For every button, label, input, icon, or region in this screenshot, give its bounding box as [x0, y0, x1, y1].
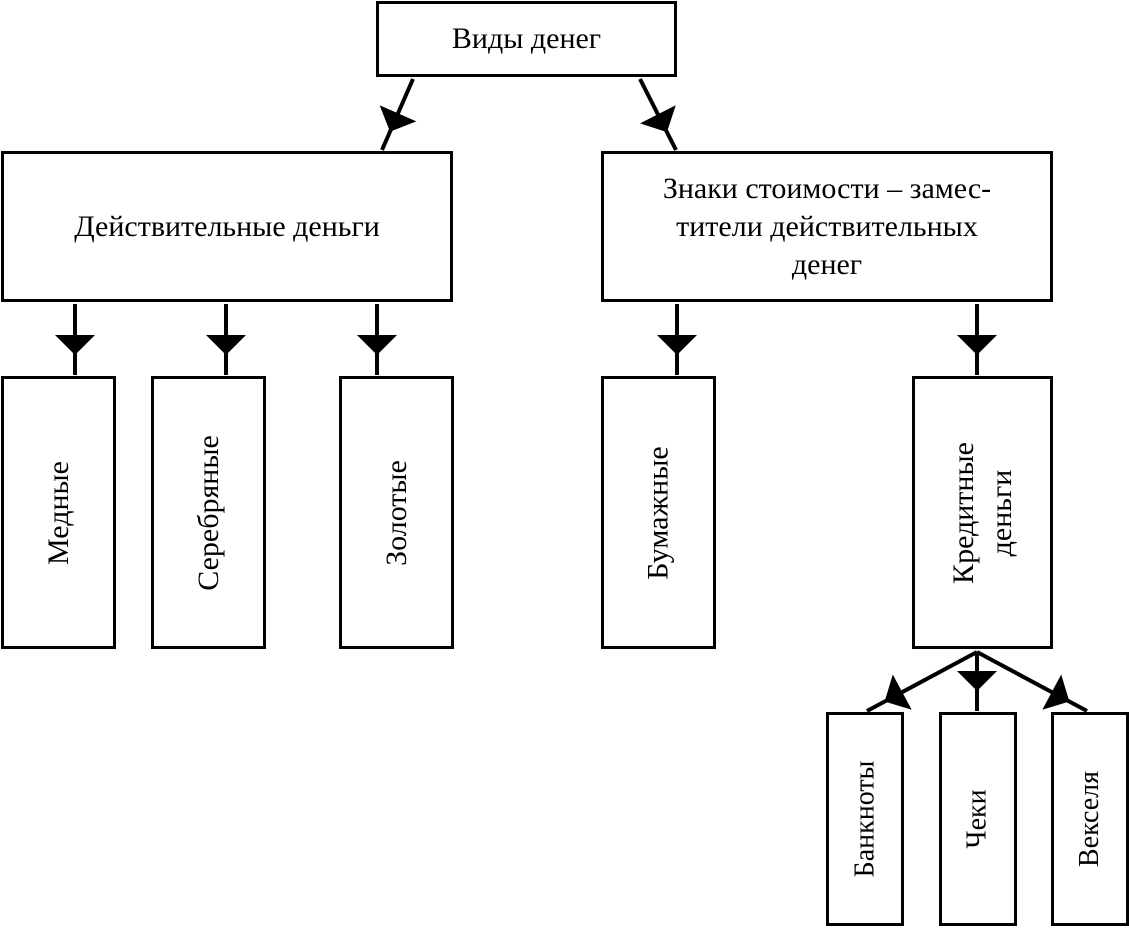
- cheques-label: Чеки: [962, 789, 993, 849]
- value-tokens-label: Знаки стоимости – замес- тители действит…: [663, 170, 991, 284]
- arrow-credit-to-banknotes: [866, 650, 978, 713]
- gold-label: Золотые: [379, 459, 413, 566]
- arrow-root-to-token: [638, 78, 678, 151]
- paper-box: Бумажные: [601, 376, 716, 649]
- credit-money-line-1: Кредитные: [946, 441, 980, 584]
- value-tokens-line-2: тители действительных: [676, 209, 978, 243]
- credit-money-line-2: деньги: [984, 469, 1018, 556]
- bills-label: Векселя: [1074, 770, 1105, 868]
- copper-label: Медные: [41, 460, 75, 565]
- value-tokens-line-1: Знаки стоимости – замес-: [662, 171, 992, 205]
- value-tokens-box: Знаки стоимости – замес- тители действит…: [601, 151, 1053, 302]
- cheques-box: Чеки: [939, 712, 1017, 926]
- silver-box: Серебряные: [151, 376, 266, 649]
- value-tokens-line-3: денег: [791, 247, 863, 281]
- banknotes-label: Банкноты: [849, 760, 881, 878]
- credit-money-label: Кредитные деньги: [945, 442, 1021, 584]
- arrow-root-to-real: [379, 78, 417, 151]
- root-label: Виды денег: [451, 22, 602, 55]
- banknotes-box: Банкноты: [826, 712, 904, 926]
- real-money-box: Действительные деньги: [1, 151, 453, 302]
- arrow-credit-to-bills: [976, 650, 1088, 713]
- paper-label: Бумажные: [641, 445, 675, 580]
- bills-box: Векселя: [1051, 712, 1129, 926]
- gold-box: Золотые: [339, 376, 454, 649]
- silver-label: Серебряные: [191, 434, 225, 591]
- credit-money-box: Кредитные деньги: [912, 376, 1053, 649]
- copper-box: Медные: [1, 376, 116, 649]
- real-money-label: Действительные деньги: [74, 209, 380, 243]
- root-box: Виды денег: [376, 1, 677, 77]
